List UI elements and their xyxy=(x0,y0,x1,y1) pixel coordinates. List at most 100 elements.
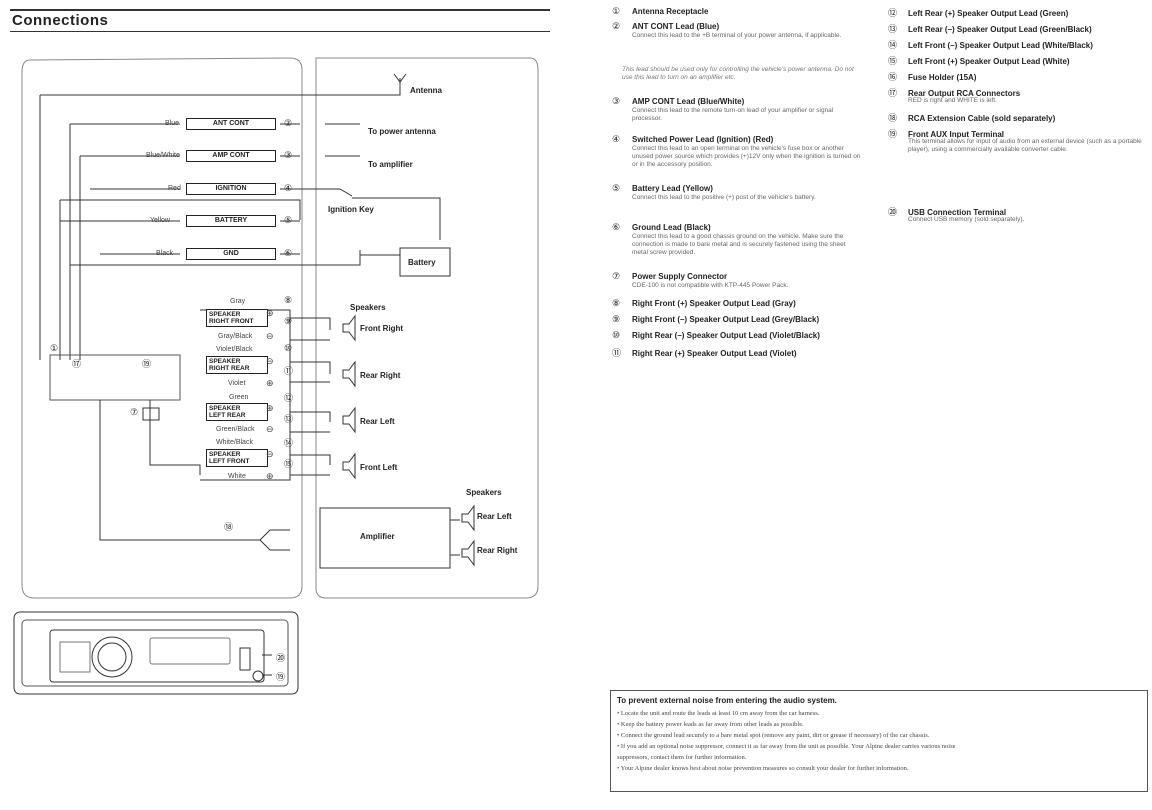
item-title: Right Rear (+) Speaker Output Lead (Viol… xyxy=(632,349,797,358)
list-item: ② ANT CONT Lead (Blue) xyxy=(612,21,719,32)
speaker-lead-number: ⑧ xyxy=(284,295,293,305)
noise-bullet: suppressors, contact them for further in… xyxy=(617,754,747,761)
label-ignition-key: Ignition Key xyxy=(328,205,374,214)
lead-number: ⑤ xyxy=(284,215,293,225)
item-number: ② xyxy=(612,21,621,31)
speaker-lead-box-line1: SPEAKER xyxy=(209,311,241,318)
item-title: Left Rear (+) Speaker Output Lead (Green… xyxy=(908,9,1069,18)
speaker-lead-top-color: Violet/Black xyxy=(216,346,253,353)
marker-power-connector: ⑦ xyxy=(130,407,139,417)
item-number: ⑨ xyxy=(612,314,621,324)
speaker-lead-top-color: Gray xyxy=(230,298,246,305)
item-title: Right Front (+) Speaker Output Lead (Gra… xyxy=(632,299,796,308)
noise-bullet: • If you add an optional noise suppresso… xyxy=(617,743,956,750)
item-title: Battery Lead (Yellow) xyxy=(632,184,713,193)
speaker-lead-number: ⑪ xyxy=(284,366,294,376)
label-amp-rear-left: Rear Left xyxy=(477,512,512,521)
item-title: Left Front (–) Speaker Output Lead (Whit… xyxy=(908,41,1093,50)
noise-heading: To prevent external noise from entering … xyxy=(617,696,837,705)
item-description: Connect this lead to the +B terminal of … xyxy=(632,32,842,39)
item-title: USB Connection Terminal xyxy=(908,208,1007,217)
lead-box: ANT CONT xyxy=(186,118,276,130)
polarity-icon: ⊕ xyxy=(266,308,274,318)
list-item: ④ Switched Power Lead (Ignition) (Red) xyxy=(612,134,773,145)
item-title: Left Front (+) Speaker Output Lead (Whit… xyxy=(908,57,1070,66)
lead-color: Yellow xyxy=(150,217,170,224)
item-number: ⑳ xyxy=(888,207,898,217)
item-title: Fuse Holder (15A) xyxy=(908,73,977,82)
list-item: ⑫ Left Rear (+) Speaker Output Lead (Gree… xyxy=(888,6,1068,19)
lead-color: Black xyxy=(156,250,174,257)
label-antenna: Antenna xyxy=(410,86,442,95)
item-number: ④ xyxy=(612,134,621,144)
item-title: ANT CONT Lead (Blue) xyxy=(632,22,720,31)
title-bottom-rule xyxy=(10,31,550,32)
wiring-diagram xyxy=(13,57,539,695)
item-description: Connect USB memory (sold separately). xyxy=(908,216,1025,223)
title-top-rule xyxy=(10,9,550,11)
speaker-lead-bottom-color: Gray/Black xyxy=(218,333,253,340)
list-item: ⑪ Right Rear (+) Speaker Output Lead (Vio… xyxy=(612,346,797,359)
speaker-lead-box-line1: SPEAKER xyxy=(209,405,241,412)
speaker-lead-box-line1: SPEAKER xyxy=(209,358,241,365)
list-item: ⑨ Right Front (–) Speaker Output Lead (Gr… xyxy=(612,314,819,325)
speaker-lead-number: ⑬ xyxy=(284,414,294,424)
label-speakers-bottom: Speakers xyxy=(466,488,502,497)
polarity-icon: ⊕ xyxy=(266,403,274,413)
polarity-icon: ⊕ xyxy=(266,378,274,388)
item-number: ⑱ xyxy=(888,113,898,123)
lead-color: Red xyxy=(168,185,181,192)
item-title: Antenna Receptacle xyxy=(632,7,709,16)
noise-prevention-box: To prevent external noise from entering … xyxy=(610,690,1148,792)
lead-color: Blue/White xyxy=(146,152,180,159)
list-item: ⑳ USB Connection Terminal xyxy=(888,205,1006,218)
noise-bullet: • Keep the battery power leads as far aw… xyxy=(617,721,804,728)
speaker-lead-bottom-color: White xyxy=(228,473,246,480)
item-description: This terminal allows for input of audio … xyxy=(908,138,1142,153)
speaker-lead-box-line2: LEFT REAR xyxy=(209,412,246,419)
item-number: ⑩ xyxy=(612,330,621,340)
speaker-lead-number: ⑩ xyxy=(284,343,293,353)
label-speakers-top: Speakers xyxy=(350,303,386,312)
polarity-icon: ⊖ xyxy=(266,424,274,434)
label-to-power-antenna: To power antenna xyxy=(368,127,436,136)
label-rear-right: Rear Right xyxy=(360,371,401,380)
item-title: Right Front (–) Speaker Output Lead (Gre… xyxy=(632,315,820,324)
marker-rca-cable: ⑱ xyxy=(224,522,234,532)
label-amp-rear-right: Rear Right xyxy=(477,546,518,555)
speaker-lead-bottom-color: Green/Black xyxy=(216,426,255,433)
item-number: ③ xyxy=(612,96,621,106)
item-number: ① xyxy=(612,6,621,16)
label-battery: Battery xyxy=(408,258,436,267)
item-number: ⑤ xyxy=(612,183,621,193)
item-title: AMP CONT Lead (Blue/White) xyxy=(632,97,745,106)
item-description: RED is right and WHITE is left. xyxy=(908,97,997,104)
item-description: Connect this lead to the remote turn-on … xyxy=(632,107,834,122)
polarity-icon: ⊖ xyxy=(266,449,274,459)
speaker-lead-box-line2: LEFT FRONT xyxy=(209,458,250,465)
item-title: Switched Power Lead (Ignition) (Red) xyxy=(632,135,774,144)
marker-antenna-receptacle: ① xyxy=(50,343,59,353)
item-title: Ground Lead (Black) xyxy=(632,223,711,232)
item-title: Left Rear (–) Speaker Output Lead (Green… xyxy=(908,25,1092,34)
list-item: ⑤ Battery Lead (Yellow) xyxy=(612,183,713,194)
list-item: ③ AMP CONT Lead (Blue/White) xyxy=(612,96,744,107)
page-title: Connections xyxy=(12,12,109,29)
item-number: ⑫ xyxy=(888,8,898,18)
item-description: Connect this lead to an open terminal on… xyxy=(632,145,861,168)
noise-bullet: • Connect the ground lead securely to a … xyxy=(617,732,930,739)
item-number: ⑪ xyxy=(612,348,622,358)
lead-box: AMP CONT xyxy=(186,150,276,162)
speaker-lead-number: ⑭ xyxy=(284,438,294,448)
label-front-left: Front Left xyxy=(360,463,398,472)
speaker-lead-top-color: White/Black xyxy=(216,439,253,446)
